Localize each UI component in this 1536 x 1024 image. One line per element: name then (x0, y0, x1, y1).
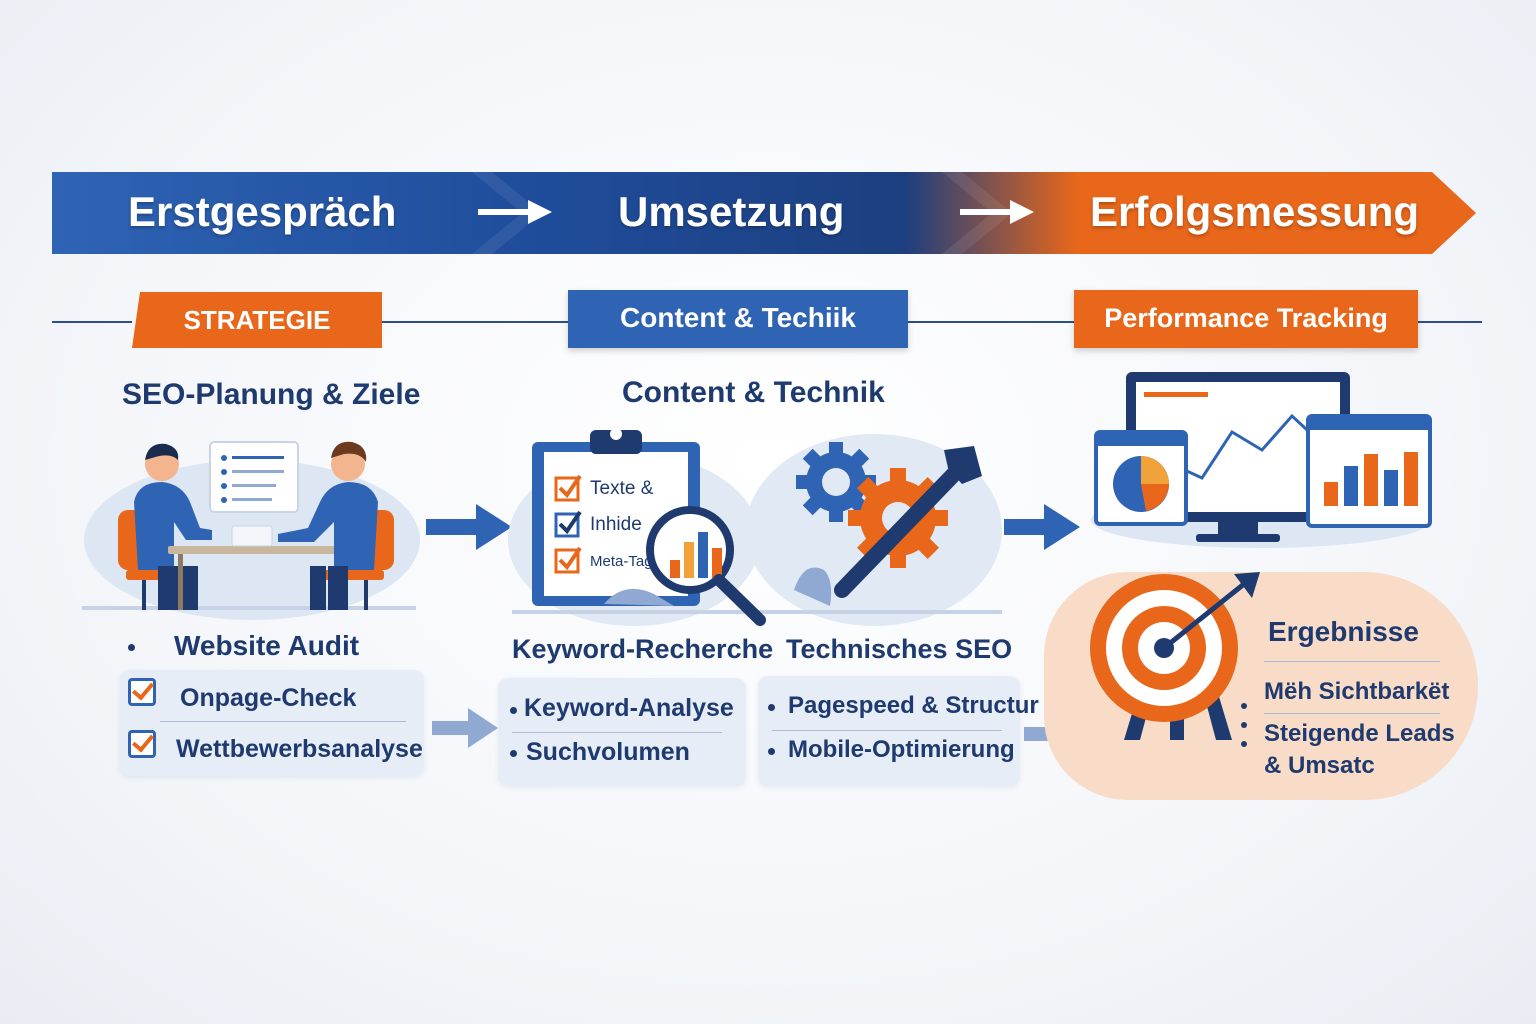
checklist-item-texte: Texte & (590, 478, 654, 499)
bullet-icon (510, 750, 517, 757)
bullet-icon (1241, 741, 1247, 747)
arrow-right-icon (1004, 504, 1080, 550)
list-item-mobile-optimierung: Mobile-Optimierung (788, 736, 1015, 763)
analytics-dashboard-illustration (1091, 372, 1432, 548)
divider-line (160, 721, 406, 722)
divider-line (382, 321, 568, 323)
divider-line (1264, 661, 1440, 662)
bullet-icon (510, 707, 517, 714)
technical-list-panel (758, 676, 1020, 786)
list-item-keyword-analyse: Keyword-Analyse (524, 694, 734, 722)
content-technik-illustration (508, 428, 1002, 626)
phase-label-erfolgsmessung: Erfolgsmessung (1090, 188, 1420, 235)
meeting-illustration (82, 441, 420, 620)
divider-line (908, 321, 1074, 323)
arrow-right-icon (432, 708, 498, 748)
arrow-right-icon (426, 504, 512, 550)
list-item-onpage-check: Onpage-Check (180, 684, 357, 712)
divider-line (1418, 321, 1482, 323)
checkbox-checked-icon (128, 678, 156, 706)
bullet-icon (768, 704, 775, 711)
section-title-strategy: SEO-Planung & Ziele (122, 378, 421, 411)
tag-performance-tracking: Performance Tracking (1074, 290, 1418, 348)
checklist-item-inhide: Inhide (590, 514, 642, 535)
phase-label-umsetzung: Umsetzung (618, 188, 845, 235)
target-icon (1090, 572, 1260, 740)
result-item-umsatz: & Umsatc (1264, 752, 1375, 779)
list-item-pagespeed: Pagespeed & Structur (788, 692, 1039, 719)
bullet-icon (768, 748, 775, 755)
divider-line (772, 730, 1002, 731)
list-item-wettbewerbsanalyse: Wettbewerbsanalyse (176, 735, 423, 763)
result-item-sichtbarkeit: Mëh Sichtbarkët (1264, 678, 1450, 705)
arrow-right-icon (478, 200, 552, 224)
section-title-content: Content & Technik (622, 376, 885, 409)
divider-line (1264, 713, 1440, 714)
arrow-right-icon (960, 200, 1034, 224)
divider-line (512, 732, 722, 733)
list-item-suchvolumen: Suchvolumen (526, 738, 690, 766)
bullet-icon (1241, 722, 1247, 728)
results-title: Ergebnisse (1268, 616, 1419, 647)
bullet-icon (1241, 703, 1247, 709)
result-item-steigende-leads: Steigende Leads (1264, 720, 1455, 747)
tag-strategie: STRATEGIE (132, 292, 382, 348)
list-title-technisches-seo: Technisches SEO (786, 634, 1013, 664)
divider-line (52, 321, 132, 323)
list-title-website-audit: Website Audit (174, 630, 360, 661)
checklist-item-meta-tag: Meta-Tag (590, 553, 653, 570)
list-title-keyword-recherche: Keyword-Recherche (512, 634, 774, 664)
phase-label-erstgespraech: Erstgespräch (128, 188, 397, 235)
strategy-list-panel (120, 670, 424, 776)
bullet-icon (128, 644, 135, 651)
tag-content-technik: Content & Techiik (568, 290, 908, 348)
checkbox-checked-icon (128, 730, 156, 758)
